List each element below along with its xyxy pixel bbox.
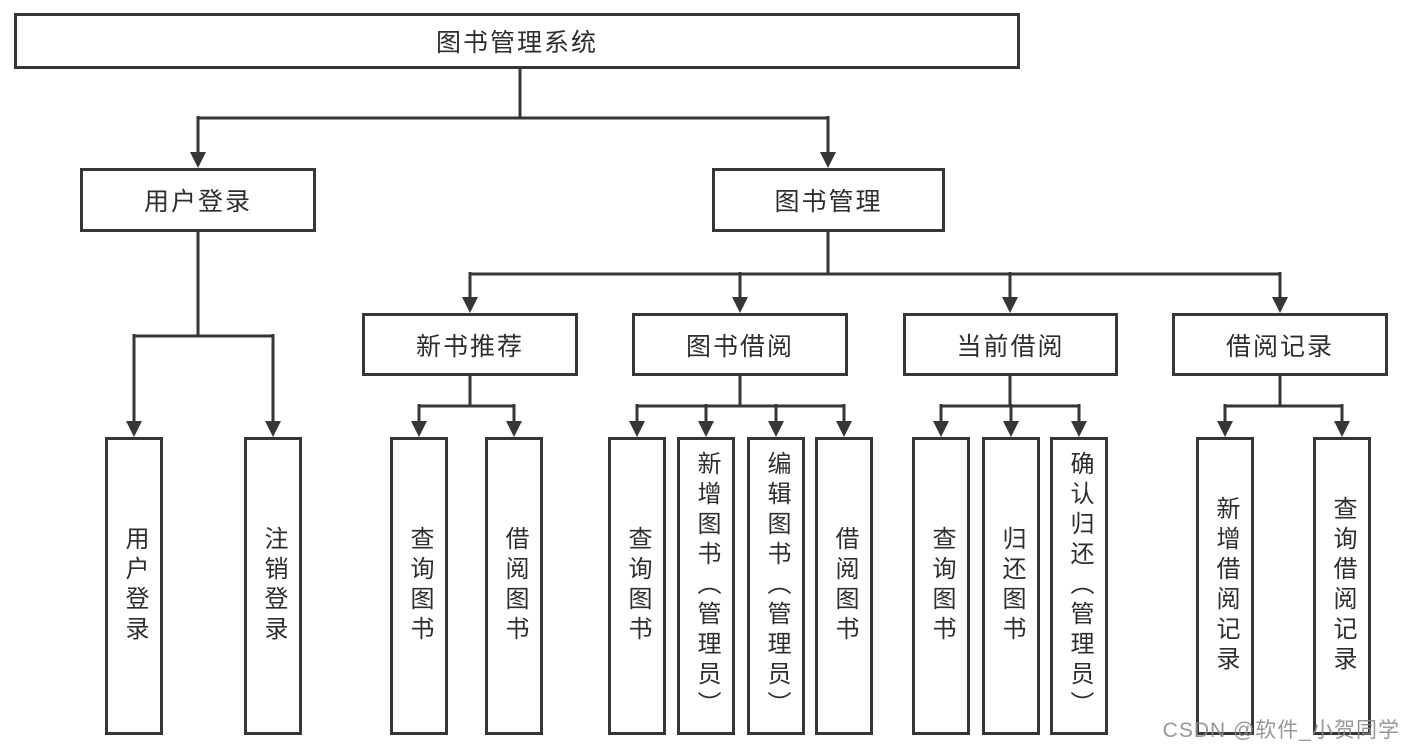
leaf-add-books-admin: 新增图书（管理员） [677,437,735,735]
leaf-borrowing-borrow-books: 借阅图书 [815,437,873,735]
csdn-watermark: CSDN @软件_小贺同学 [1162,719,1400,742]
leaf-recommend-query-books-label: 查询图书 [406,526,433,646]
leaf-logout-label: 注销登录 [260,526,287,646]
root-node-label: 图书管理系统 [435,29,598,57]
leaf-recommend-borrow-books-label: 借阅图书 [501,526,528,646]
node-borrowing-records-label: 借阅记录 [1225,332,1334,361]
node-borrowing-records: 借阅记录 [1172,313,1388,376]
node-current-borrowing-label: 当前借阅 [956,332,1065,361]
leaf-logout: 注销登录 [244,437,302,735]
leaf-add-books-admin-label: 新增图书（管理员） [693,451,720,721]
leaf-query-borrowing-record-label: 查询借阅记录 [1329,496,1356,676]
leaf-recommend-borrow-books: 借阅图书 [485,437,543,735]
leaf-return-books-label: 归还图书 [998,526,1025,646]
leaf-user-login-label: 用户登录 [121,526,148,646]
leaf-current-query-books-label: 查询图书 [928,526,955,646]
leaf-recommend-query-books: 查询图书 [390,437,448,735]
root-node-library-management-system: 图书管理系统 [14,13,1020,69]
node-book-borrowing-label: 图书借阅 [685,332,794,361]
leaf-confirm-return-admin: 确认归还（管理员） [1050,437,1108,735]
node-user-login-label: 用户登录 [143,188,252,216]
node-user-login: 用户登录 [80,168,316,232]
leaf-user-login: 用户登录 [105,437,163,735]
leaf-add-borrowing-record-label: 新增借阅记录 [1212,496,1239,676]
leaf-borrowing-query-books-label: 查询图书 [624,526,651,646]
node-new-book-recommendation-label: 新书推荐 [415,332,524,361]
leaf-edit-books-admin: 编辑图书（管理员） [747,437,805,735]
leaf-confirm-return-admin-label: 确认归还（管理员） [1066,451,1093,721]
leaf-current-query-books: 查询图书 [912,437,970,735]
node-book-management-label: 图书管理 [774,188,883,216]
leaf-query-borrowing-record: 查询借阅记录 [1313,437,1371,735]
node-current-borrowing: 当前借阅 [903,313,1118,376]
leaf-edit-books-admin-label: 编辑图书（管理员） [763,451,790,721]
node-book-borrowing: 图书借阅 [632,313,848,376]
node-new-book-recommendation: 新书推荐 [362,313,578,376]
leaf-borrowing-borrow-books-label: 借阅图书 [831,526,858,646]
node-book-management: 图书管理 [712,168,945,232]
leaf-return-books: 归还图书 [982,437,1040,735]
leaf-borrowing-query-books: 查询图书 [608,437,666,735]
leaf-add-borrowing-record: 新增借阅记录 [1196,437,1254,735]
